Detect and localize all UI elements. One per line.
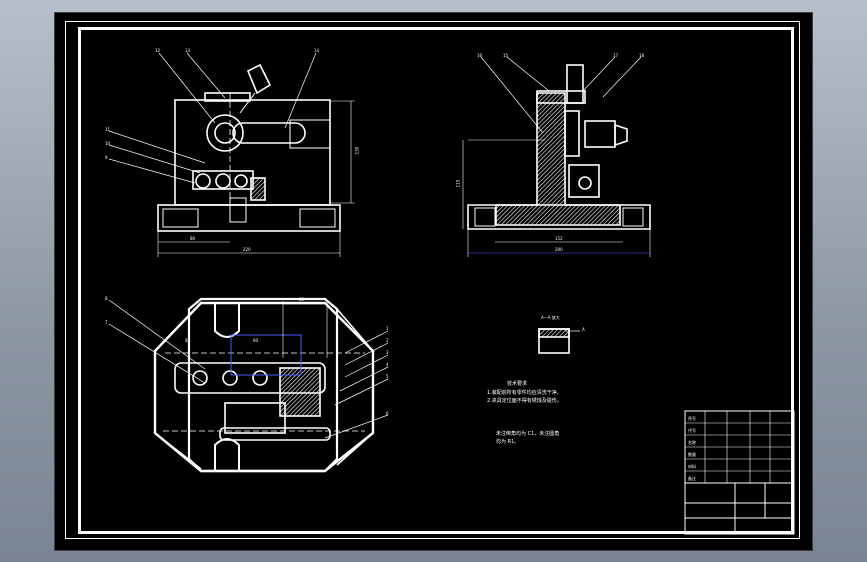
part-label-6: 6 — [386, 411, 389, 416]
front-handle — [246, 63, 272, 95]
part-label-16: 16 — [477, 53, 483, 58]
part-label-17: 17 — [613, 53, 619, 58]
title-block-cell-3: 名称 — [688, 440, 696, 445]
top-dim-right: 85 — [185, 338, 191, 343]
part-label-14: 14 — [314, 48, 320, 53]
detail-a — [538, 328, 580, 354]
part-label-9: 9 — [105, 155, 108, 160]
part-label-1: 1 — [386, 326, 389, 331]
part-label-18: 18 — [639, 53, 645, 58]
part-label-10: 10 — [105, 141, 111, 146]
side-block — [568, 164, 600, 198]
part-label-11: 11 — [105, 127, 111, 132]
title-block-cell-5: 材料 — [688, 464, 696, 469]
front-dim-inner: 80 — [190, 236, 196, 241]
part-label-15: 15 — [503, 53, 509, 58]
front-dim-height: 130 — [354, 146, 360, 155]
notes-extra-2: 均为 R1。 — [496, 439, 520, 445]
notes-line-1: 1.装配前所有零件均应清洗干净, — [487, 390, 559, 396]
side-dim-total: 200 — [555, 247, 563, 252]
drawing-border-outer — [65, 21, 800, 539]
detail-title: A—A 放大 — [541, 315, 560, 320]
top-view — [108, 297, 389, 473]
part-label-13: 13 — [185, 48, 191, 53]
side-column — [495, 92, 621, 226]
front-slot — [232, 122, 306, 144]
top-slide — [174, 362, 326, 394]
side-clamp-screw — [566, 64, 584, 104]
front-clamp-ring — [206, 114, 244, 152]
part-label-7: 7 — [105, 320, 108, 325]
part-label-3: 3 — [386, 350, 389, 355]
front-dim-total: 220 — [243, 247, 251, 252]
notes-heading: 技术要求 — [507, 381, 528, 387]
notes-line-2: 2.夹具定位面不得有锈蚀及碰伤。 — [487, 398, 562, 404]
drawing-border-inner — [78, 27, 794, 534]
drawing-canvas: 12 13 14 11 10 9 130 80 220 16 15 17 18 … — [55, 13, 812, 550]
part-label-12: 12 — [155, 48, 161, 53]
cad-linework — [108, 52, 795, 535]
title-block-cell-6: 备注 — [688, 476, 696, 481]
title-block-lines — [684, 410, 795, 535]
title-block-cell-2: 代号 — [688, 428, 696, 433]
front-view — [108, 52, 355, 257]
part-label-2: 2 — [386, 338, 389, 343]
title-block-cell-1: 序号 — [688, 416, 696, 421]
top-dim-mid: 60 — [253, 338, 259, 343]
part-label-8: 8 — [105, 296, 108, 301]
part-label-5: 5 — [386, 374, 389, 379]
side-dim-inner: 152 — [555, 236, 563, 241]
front-body — [174, 99, 331, 206]
side-knob — [584, 120, 616, 148]
title-block-cell-4: 数量 — [688, 452, 696, 457]
notes-extra-1: 未注倒角均为 C1，未注圆角 — [496, 431, 560, 437]
side-dim-height: 115 — [455, 179, 461, 188]
detail-mark: A — [582, 327, 585, 332]
part-label-4: 4 — [386, 362, 389, 367]
side-view — [462, 56, 651, 257]
top-dim-top: 80 — [299, 297, 305, 302]
